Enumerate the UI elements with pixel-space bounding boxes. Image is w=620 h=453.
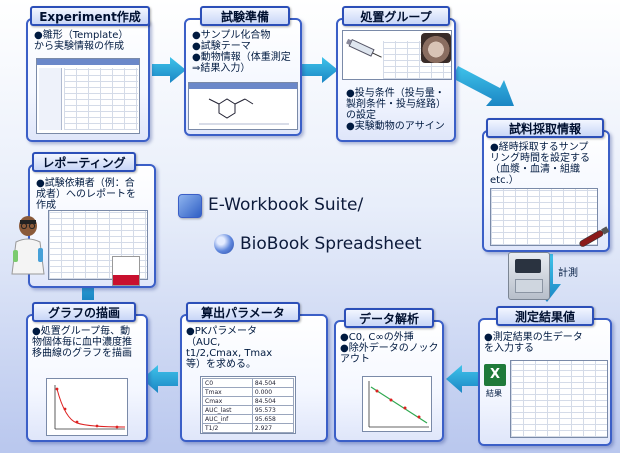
analyzer-instrument	[508, 252, 550, 300]
step-title-prep: 試験準備	[200, 6, 290, 26]
graph-screenshot	[46, 378, 128, 436]
experiment-screenshot	[36, 58, 140, 134]
step-title-graph: グラフの描画	[32, 302, 136, 322]
step-title-analysis: データ解析	[344, 308, 434, 328]
prep-screenshot	[188, 82, 298, 130]
pk-param-value: 84.504	[251, 396, 295, 406]
biobook-logo-icon	[214, 234, 234, 254]
pk-param-value: 2.927	[251, 423, 295, 433]
step-text-params: ●PKパラメータ （AUC, t1/2,Cmax, Tmax 等）を求める。	[186, 326, 273, 370]
arrow-params-to-graph	[142, 365, 178, 393]
arrow-experiment-to-prep	[152, 57, 186, 83]
step-title-params: 算出パラメータ	[186, 302, 300, 322]
measure-screenshot	[510, 360, 608, 438]
step-title-experiment: Experiment作成	[30, 6, 150, 26]
arrow-measure-to-analysis	[446, 365, 482, 393]
step-text-graph: ●処置グループ毎、動 物個体毎に血中濃度推 移曲線のグラフを描画	[32, 326, 132, 359]
step-title-measure: 測定結果値	[496, 306, 594, 326]
excel-icon: X	[484, 364, 506, 386]
arrow-prep-to-group	[302, 57, 338, 83]
arrow-group-to-sampling	[452, 66, 514, 106]
pk-param-value: 95.573	[251, 405, 295, 415]
molecule-structure-icon	[199, 98, 289, 125]
sampling-screenshot	[490, 188, 598, 246]
step-text-report: ●試験依頼者（例：合 成者）へのレポートを 作成	[36, 178, 136, 211]
center-title-line1: E-Workbook Suite/	[208, 195, 364, 215]
regression-plot	[368, 381, 429, 428]
concentration-curve-plot	[54, 385, 126, 430]
pk-param-value: 95.658	[251, 414, 295, 424]
step-text-measure: ●測定結果の生データ を入力する	[484, 332, 583, 354]
pdf-icon	[112, 256, 140, 286]
workbook-logo-icon	[178, 194, 202, 218]
measure-label: 計測	[558, 268, 578, 279]
pk-param-name: Cmax	[202, 396, 253, 406]
excel-label: 結果	[486, 389, 502, 398]
analysis-plot	[362, 376, 432, 432]
center-title-line2: BioBook Spreadsheet	[240, 234, 422, 254]
pk-param-name: Tmax	[202, 387, 253, 397]
pk-param-name: AUC_inf	[202, 414, 253, 424]
pk-param-name: AUC_last	[202, 405, 253, 415]
mouse-photo	[421, 33, 451, 63]
sample-tube-icon	[579, 226, 610, 247]
pk-param-name: C0	[202, 378, 253, 388]
step-title-sampling: 試料採取情報	[486, 118, 604, 138]
group-screenshot	[342, 30, 452, 80]
step-text-sampling: ●経時採取するサンプ リング時間を設定する （血漿・血清・組織 etc.）	[490, 142, 590, 186]
step-text-group: ●投与条件（投与量・ 製剤条件・投与経路） の設定 ●実験動物のアサイン	[346, 88, 446, 132]
step-text-analysis: ●C0, C∞の外挿 ●除外データのノック アウト	[340, 332, 439, 365]
step-title-group: 処置グループ	[342, 6, 450, 26]
pk-param-name: T1/2	[202, 423, 253, 433]
pk-param-value: 84.504	[251, 378, 295, 388]
syringe-icon	[346, 38, 382, 58]
step-title-report: レポーティング	[32, 152, 136, 172]
step-text-experiment: ●雛形（Template） から実験情報の作成	[34, 30, 129, 52]
step-text-prep: ●サンプル化合物 ●試験テーマ ●動物情報（体重測定 ⇒結果入力）	[192, 30, 291, 74]
scientist-illustration	[11, 216, 45, 275]
pk-param-value: 0.000	[251, 387, 295, 397]
